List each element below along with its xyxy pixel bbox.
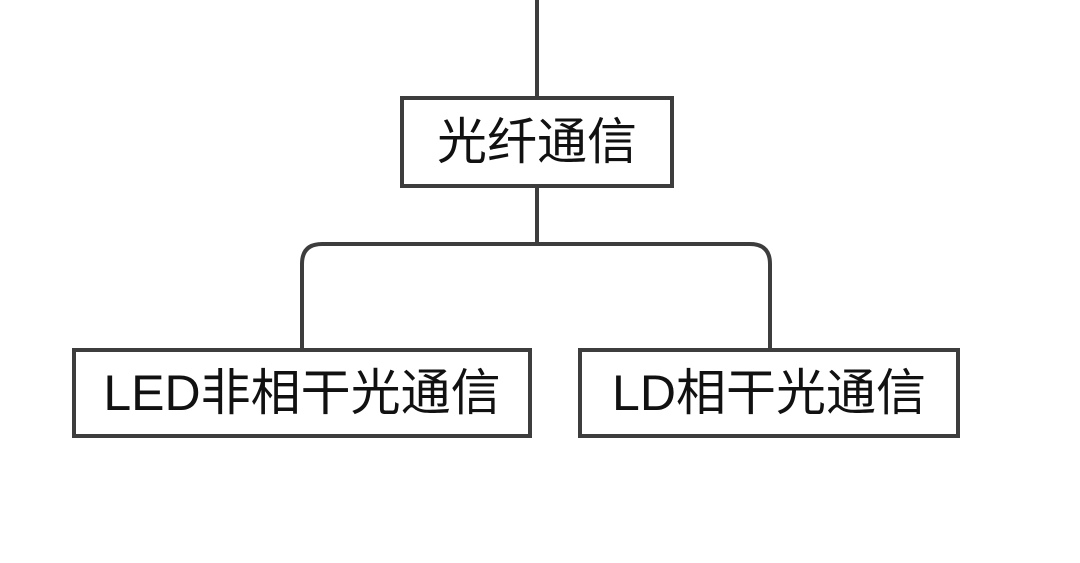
node-fiber-optic-communication-label: 光纤通信 [437, 114, 637, 170]
node-led-noncoherent-optical-communication: LED非相干光通信 [72, 348, 532, 438]
node-led-noncoherent-optical-communication-label: LED非相干光通信 [103, 365, 501, 421]
node-ld-coherent-optical-communication: LD相干光通信 [578, 348, 960, 438]
node-ld-coherent-optical-communication-label: LD相干光通信 [612, 365, 926, 421]
node-fiber-optic-communication: 光纤通信 [400, 96, 674, 188]
edge-branch [300, 242, 772, 348]
